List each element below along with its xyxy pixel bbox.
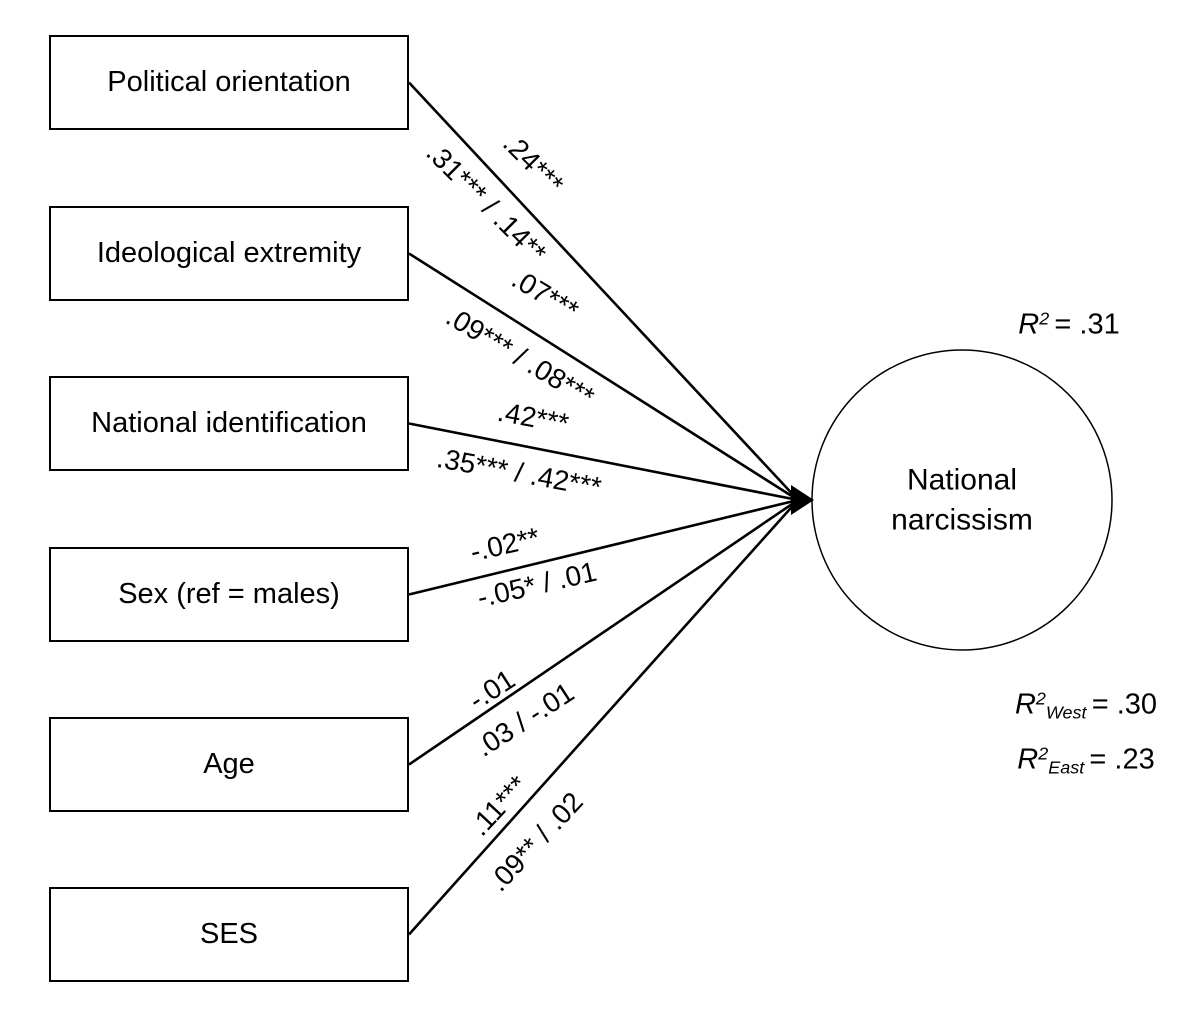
path-line-ideological-extremity xyxy=(408,252,799,502)
path-line-national-identification xyxy=(408,422,799,502)
r-subscript: West xyxy=(1045,702,1087,723)
predictor-label: Ideological extremity xyxy=(96,237,362,269)
r-exponent: 2 xyxy=(1038,743,1049,764)
predictor-label: Age xyxy=(203,748,255,780)
outcome-node-label: National narcissism xyxy=(842,460,1082,539)
r2-east: R2East= .23 xyxy=(1017,743,1155,778)
predictor-label: SES xyxy=(199,918,259,950)
path-line-age xyxy=(408,498,799,766)
path-line-sex xyxy=(408,498,799,596)
r-exponent: 2 xyxy=(1039,308,1050,329)
arrowhead-icon xyxy=(791,485,814,515)
r2-overall: R2= .31 xyxy=(1018,309,1119,342)
predictor-box-ses: SES xyxy=(49,887,409,982)
path-line-political-orientation xyxy=(408,81,799,501)
path-line-ses xyxy=(408,499,799,936)
r-symbol: R xyxy=(1014,688,1036,721)
r-subscript: East xyxy=(1048,757,1085,778)
r2-value: = .30 xyxy=(1091,688,1158,721)
r2-value: = .31 xyxy=(1054,308,1120,341)
r-symbol: R xyxy=(1017,743,1039,776)
predictor-label: Sex (ref = males) xyxy=(118,578,340,610)
r-exponent: 2 xyxy=(1035,688,1046,709)
r2-west: R2West= .30 xyxy=(1014,688,1158,723)
predictor-box-ideological-extremity: Ideological extremity xyxy=(49,206,409,301)
predictor-box-sex: Sex (ref = males) xyxy=(49,547,409,642)
r-symbol: R xyxy=(1018,308,1040,341)
outcome-label-line1: National xyxy=(906,463,1018,497)
outcome-label-line2: narcissism xyxy=(891,503,1033,536)
predictor-box-age: Age xyxy=(49,717,409,812)
predictor-label: Political orientation xyxy=(107,66,351,98)
predictor-label: National identification xyxy=(91,407,367,439)
r2-value: = .23 xyxy=(1089,743,1155,776)
predictor-box-national-identification: National identification xyxy=(49,376,409,471)
predictor-box-political-orientation: Political orientation xyxy=(49,35,409,130)
